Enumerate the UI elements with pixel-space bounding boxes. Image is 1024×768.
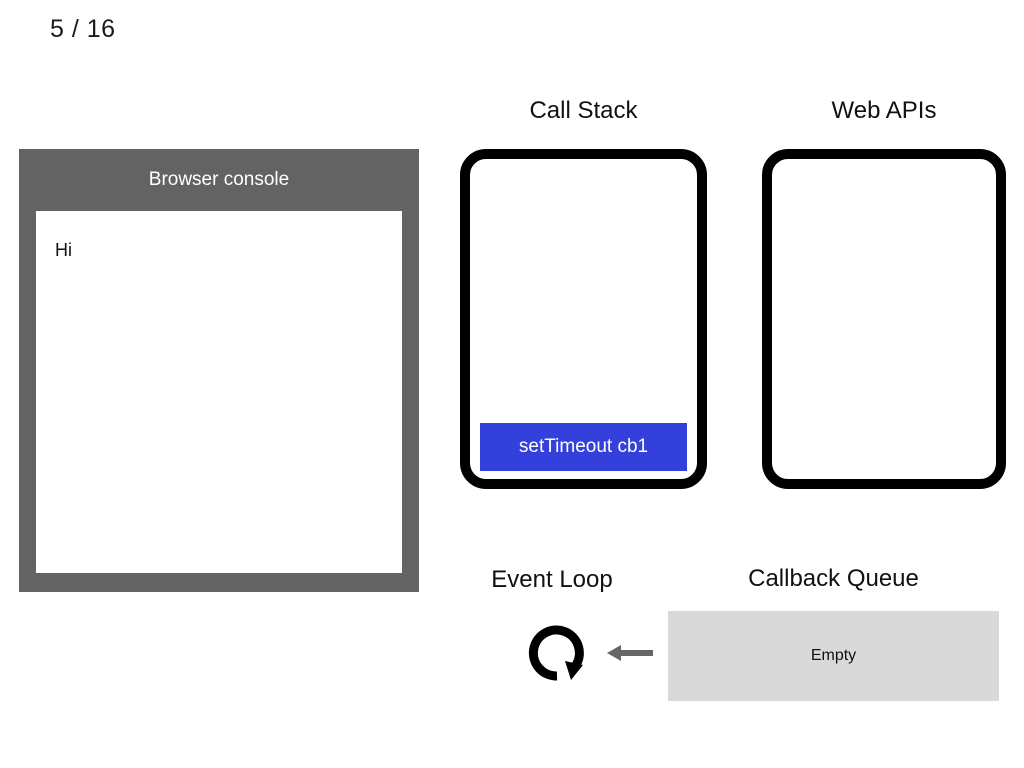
call-stack-frames: setTimeout cb1: [470, 423, 697, 471]
callback-queue-empty-label: Empty: [810, 647, 857, 664]
browser-console-title: Browser console: [148, 169, 290, 190]
browser-console-output: Hi: [36, 211, 402, 573]
slide-counter: 5 / 16: [50, 15, 116, 43]
browser-console-panel: Browser console Hi: [19, 149, 419, 592]
console-log-line: Hi: [55, 240, 72, 260]
web-apis-caption: Web APIs: [831, 97, 937, 124]
web-apis-box: [762, 149, 1006, 489]
call-stack-frame: setTimeout cb1: [480, 423, 687, 471]
arrow-left-icon: [605, 638, 655, 668]
circular-arrow-icon: [519, 613, 599, 693]
event-loop-caption: Event Loop: [491, 566, 613, 593]
callback-queue-box: Empty: [668, 611, 999, 701]
call-stack-caption: Call Stack: [529, 97, 638, 124]
callback-queue-caption: Callback Queue: [748, 565, 919, 592]
call-stack-box: setTimeout cb1: [460, 149, 707, 489]
